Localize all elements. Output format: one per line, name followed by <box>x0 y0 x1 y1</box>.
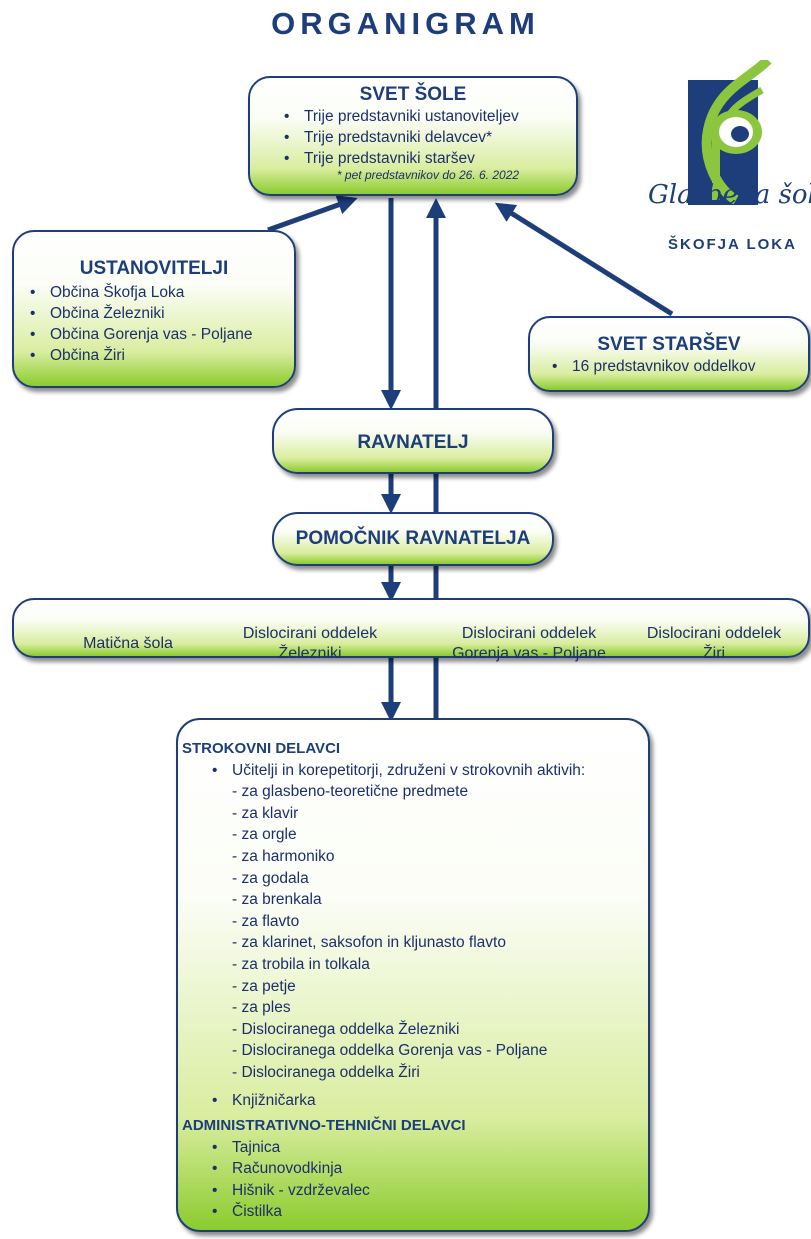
aktiv-item: - za flavto <box>232 912 300 930</box>
list-item: Tajnica <box>206 1137 648 1159</box>
svet-sole-box: SVET ŠOLE Trije predstavniki ustanovitel… <box>248 76 578 196</box>
strokovni-title: STROKOVNI DELAVCI <box>182 740 341 757</box>
ustanovitelji-box: USTANOVITELJI Občina Škofja Loka Občina … <box>12 230 296 388</box>
unit-gorenja-vas: Dislocirani oddelek Gorenja vas - Poljan… <box>424 624 634 664</box>
aktiv-item: - za klarinet, saksofon in kljunasto fla… <box>232 934 506 952</box>
list-item: Trije predstavniki staršev <box>278 148 576 169</box>
aktivi-list: - za glasbeno-teoretične predmete - za k… <box>232 781 648 1083</box>
unit-label: Matična šola <box>83 635 173 652</box>
aktiv-item: - za glasbeno-teoretične predmete <box>232 783 469 801</box>
list-item: Občina Žiri <box>24 345 294 366</box>
list-item: Čistilka <box>206 1201 648 1223</box>
aktiv-item: - za orgle <box>232 826 297 844</box>
staff-content: STROKOVNI DELAVCI Učitelji in korepetito… <box>178 720 648 1223</box>
unit-label: Dislocirani oddelek <box>461 625 597 642</box>
svet-sole-note: * pet predstavnikov do 26. 6. 2022 <box>336 168 520 182</box>
strokovni-list: Učitelji in korepetitorji, združeni v st… <box>206 760 648 1112</box>
pomocnik-box: POMOČNIK RAVNATELJA <box>272 512 554 566</box>
arrow-ustanovitelji-to-svet <box>267 195 358 233</box>
staff-box: STROKOVNI DELAVCI Učitelji in korepetito… <box>176 718 650 1232</box>
aktiv-item: - Dislociranega oddelka Žiri <box>232 1063 420 1081</box>
list-item: Občina Železniki <box>24 303 294 324</box>
logo-name: Glasbena šola <box>648 180 811 210</box>
aktiv-item: - za brenkala <box>232 891 322 909</box>
svet-sole-title: SVET ŠOLE <box>359 84 467 105</box>
list-item: Knjižničarka <box>206 1090 648 1112</box>
svet-sole-list: Trije predstavniki ustanoviteljev Trije … <box>278 106 576 169</box>
unit-label: Dislocirani oddelek <box>646 625 782 642</box>
arrow-starsi-to-svet <box>494 202 674 317</box>
aktiv-item: - za ples <box>232 999 291 1017</box>
list-item: Hišnik - vzdrževalec <box>206 1180 648 1202</box>
ustanovitelji-list: Občina Škofja Loka Občina Železniki Obči… <box>24 282 294 366</box>
list-item: Občina Gorenja vas - Poljane <box>24 324 294 345</box>
list-item: Trije predstavniki ustanoviteljev <box>278 106 576 127</box>
school-logo: Glasbena šola ŠKOFJA LOKA <box>638 56 811 270</box>
aktiv-item: - za trobila in tolkala <box>232 955 370 973</box>
aktiv-item: - Dislociranega oddelka Gorenja vas - Po… <box>232 1042 548 1060</box>
ravnatelj-box: RAVNATELJ <box>272 408 554 474</box>
unit-sublabel: Žiri <box>702 645 726 662</box>
ustanovitelji-title: USTANOVITELJI <box>79 258 229 279</box>
svet-starsev-title: SVET STARŠEV <box>597 334 741 355</box>
admin-list: Tajnica Računovodkinja Hišnik - vzdrževa… <box>206 1137 648 1223</box>
list-item: Učitelji in korepetitorji, združeni v st… <box>206 760 648 1084</box>
unit-sublabel: Železniki <box>278 645 342 662</box>
aktiv-item: - za klavir <box>232 804 299 822</box>
aktiv-item: - za godala <box>232 869 309 887</box>
unit-zelezniki: Dislocirani oddelek Železniki <box>220 624 400 664</box>
svet-starsev-box: SVET STARŠEV 16 predstavnikov oddelkov <box>528 316 810 392</box>
list-item: Občina Škofja Loka <box>24 282 294 303</box>
music-school-logo-icon <box>688 56 772 205</box>
list-item: 16 predstavnikov oddelkov <box>546 356 808 377</box>
teachers-label: Učitelji in korepetitorji, združeni v st… <box>232 761 586 779</box>
aktiv-item: - za petje <box>232 977 296 995</box>
aktiv-item: - Dislociranega oddelka Železniki <box>232 1020 460 1038</box>
unit-sublabel: Gorenja vas - Poljane <box>452 645 606 662</box>
logo-place: ŠKOFJA LOKA <box>668 236 797 253</box>
svet-starsev-list: 16 predstavnikov oddelkov <box>546 356 808 377</box>
unit-maticna-sola: Matična šola <box>38 634 218 654</box>
list-item: Računovodkinja <box>206 1158 648 1180</box>
aktiv-item: - za harmoniko <box>232 847 335 865</box>
list-item: Trije predstavniki delavcev* <box>278 127 576 148</box>
units-box <box>12 598 810 658</box>
page-title: ORGANIGRAM <box>271 6 540 41</box>
unit-label: Dislocirani oddelek <box>242 625 378 642</box>
ravnatelj-title: RAVNATELJ <box>357 432 469 453</box>
admin-title: ADMINISTRATIVNO-TEHNIČNI DELAVCI <box>182 1117 466 1135</box>
pomocnik-title: POMOČNIK RAVNATELJA <box>295 528 531 549</box>
unit-ziri: Dislocirani oddelek Žiri <box>622 624 806 664</box>
